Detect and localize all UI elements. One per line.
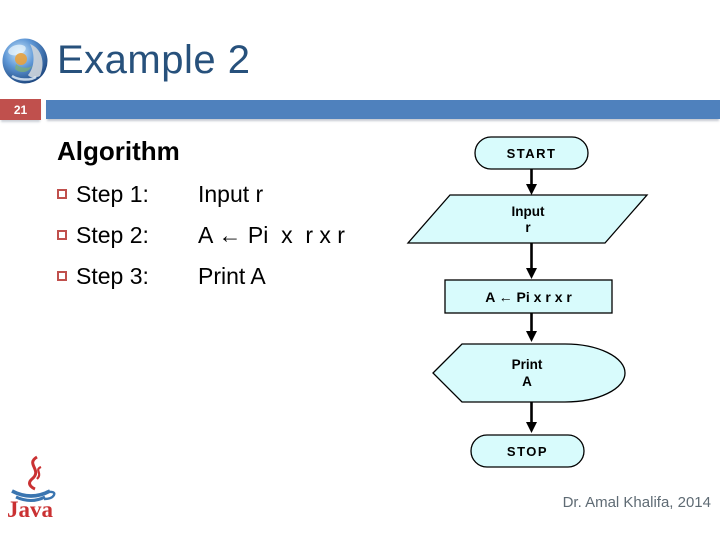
list-item-step-2: Step 2: A ← Pi x r x r bbox=[57, 221, 417, 249]
flow-arrowhead-icon bbox=[526, 422, 537, 433]
credit-text: Dr. Amal Khalifa, 2014 bbox=[562, 494, 711, 511]
flow-stop-shape bbox=[470, 434, 585, 468]
header-accent-bar bbox=[46, 100, 720, 119]
flow-arrowhead-icon bbox=[526, 331, 537, 342]
java-wordmark: Java bbox=[7, 497, 53, 522]
step-text: Print A bbox=[198, 262, 266, 289]
bullet-square-icon bbox=[57, 271, 67, 281]
flow-start-shape bbox=[474, 136, 589, 170]
java-logo-icon bbox=[11, 455, 56, 502]
slide-number-badge: 21 bbox=[0, 99, 41, 120]
bullet-square-icon bbox=[57, 189, 67, 199]
step-label: Step 1: bbox=[76, 180, 149, 207]
step-label: Step 2: bbox=[76, 221, 149, 248]
flow-input-parallelogram bbox=[406, 194, 649, 244]
bullet-square-icon bbox=[57, 230, 67, 240]
content-heading: Algorithm bbox=[57, 136, 180, 166]
globe-logo-icon bbox=[2, 38, 48, 84]
list-item-step-1: Step 1: Input r bbox=[57, 180, 417, 208]
step-text: Input r bbox=[198, 180, 264, 207]
content-area: Algorithm Step 1: Input r Step 2: A ← Pi… bbox=[57, 136, 417, 303]
steps-list: Step 1: Input r Step 2: A ← Pi x r x r S… bbox=[57, 180, 417, 290]
flow-process-rect bbox=[444, 279, 613, 314]
step-label: Step 3: bbox=[76, 262, 149, 289]
flow-arrowhead-icon bbox=[526, 268, 537, 279]
flow-arrowhead-icon bbox=[526, 184, 537, 195]
step-text: A ← Pi x r x r bbox=[198, 221, 345, 248]
list-item-step-3: Step 3: Print A bbox=[57, 262, 417, 290]
flow-print-display-shape bbox=[432, 343, 626, 403]
slide-title: Example 2 bbox=[57, 38, 251, 82]
